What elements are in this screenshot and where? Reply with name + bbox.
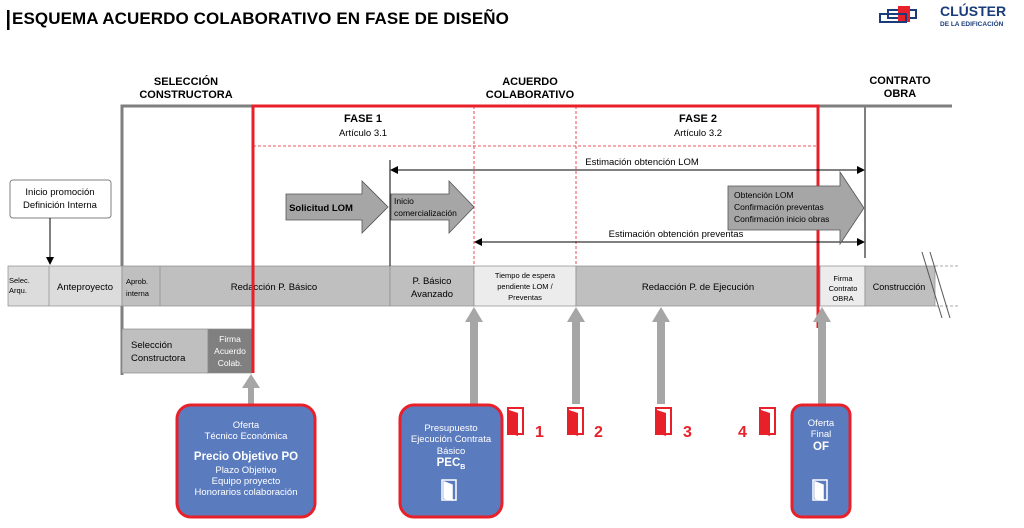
milestone-4-label: 4 — [738, 424, 747, 441]
firma-acuerdo-3: Colab. — [218, 358, 243, 368]
solicitud-lom-arrow — [285, 180, 389, 234]
timeline-espera-2: pendiente LOM / — [497, 282, 553, 291]
obtencion-lom-1: Obtención LOM — [734, 190, 794, 200]
timeline-basico-avanzado-1: P. Básico — [413, 276, 452, 287]
presupuesto-pec-sub: B — [460, 464, 466, 472]
obtencion-lom-2: Confirmación preventas — [734, 202, 824, 212]
presupuesto-box — [398, 403, 504, 519]
page-title: ESQUEMA ACUERDO COLABORATIVO EN FASE DE … — [12, 9, 510, 28]
firma-acuerdo-1: Firma — [219, 334, 241, 344]
fase1-name: FASE 1 — [344, 113, 382, 125]
timeline-aprob-2: interna — [126, 289, 150, 298]
timeline-construccion: Construcción — [873, 282, 926, 292]
oferta-line2: Técnico Económica — [204, 431, 288, 443]
red-door-icon-3: 3 — [655, 407, 692, 441]
header-seleccion-1: SELECCIÓN — [154, 75, 218, 88]
door-icon — [812, 479, 828, 501]
timeline-selec-1: Selec. — [9, 276, 30, 285]
up-arrow-presupuesto — [465, 307, 483, 404]
cluster-logo: CLÚSTER DE LA EDIFICACIÓN — [879, 2, 1006, 28]
logo-line1: CLÚSTER — [940, 2, 1006, 19]
timeline-firma-contrato-2: Contrato — [829, 284, 858, 293]
up-arrow-milestone-2 — [567, 307, 585, 404]
seleccion-constructora-2: Constructora — [131, 353, 186, 364]
presupuesto-line2: Ejecución Contrata — [410, 434, 492, 446]
header-contrato-2: OBRA — [884, 88, 916, 100]
milestone-3-label: 3 — [683, 424, 692, 441]
oferta-box-text: Oferta Técnico Económica Precio Objetivo… — [179, 420, 313, 499]
oferta-final-of: OF — [813, 440, 829, 453]
up-arrow-milestone-3 — [652, 307, 670, 404]
seleccion-constructora-1: Selección — [131, 340, 172, 351]
oferta-line1: Oferta — [232, 420, 260, 431]
logo-line2: DE LA EDIFICACIÓN — [940, 19, 1004, 28]
oferta-precio-objetivo: Precio Objetivo PO — [193, 450, 299, 463]
presupuesto-pec: PEC — [436, 457, 461, 470]
door-icon — [441, 479, 457, 501]
timeline-firma-contrato-1: Firma — [833, 274, 853, 283]
title-bar — [7, 10, 10, 30]
timeline-redaccion-basico: Redacción P. Básico — [231, 282, 317, 293]
timeline-espera-3: Preventas — [508, 293, 542, 302]
presupuesto-line1: Presupuesto — [424, 423, 478, 434]
header-contrato-1: CONTRATO — [869, 75, 931, 87]
oferta-box — [175, 403, 317, 519]
oferta-final-box-text: Oferta Final OF — [793, 418, 849, 455]
red-door-icon-4: 4 — [738, 407, 776, 441]
solicitud-lom-label: Solicitud LOM — [289, 203, 353, 214]
fase2-name: FASE 2 — [679, 113, 717, 125]
oferta-line4: Equipo proyecto — [211, 475, 281, 487]
timeline-selec-2: Arqu. — [9, 286, 27, 295]
milestone-1-label: 1 — [535, 424, 544, 441]
red-door-icon-1: 1 — [507, 407, 544, 441]
seleccion-constructora-box — [121, 328, 209, 374]
fase1-article: Artículo 3.1 — [339, 128, 387, 139]
inicio-promocion-line1: Inicio promoción — [25, 187, 94, 198]
timeline-basico-avanzado-2: Avanzado — [411, 289, 453, 300]
inicio-promocion-line2: Definición Interna — [23, 200, 98, 211]
oferta-final-box — [790, 403, 852, 519]
obtencion-lom-3: Confirmación inicio obras — [734, 214, 829, 224]
oferta-final-line2: Final — [810, 429, 832, 441]
obtencion-lom-arrow — [727, 170, 865, 246]
header-seleccion-2: CONSTRUCTORA — [139, 89, 232, 101]
timeline-row — [7, 251, 960, 319]
span-lom-label: Estimación obtención LOM — [585, 157, 699, 168]
milestone-2-label: 2 — [594, 424, 603, 441]
oferta-line3: Plazo Objetivo — [215, 464, 277, 476]
red-door-icon-2: 2 — [567, 407, 603, 441]
timeline-redaccion-ejecucion: Redacción P. de Ejecución — [642, 282, 754, 293]
span-preventas-label: Estimación obtención preventas — [609, 229, 744, 240]
firma-acuerdo-box — [207, 328, 253, 374]
inicio-comercializacion-1: Inicio — [394, 196, 414, 206]
inicio-promocion-box — [9, 179, 112, 219]
up-arrow-oferta-final — [813, 307, 831, 404]
fase2-article: Artículo 3.2 — [674, 128, 722, 139]
oferta-line5: Honorarios colaboración — [194, 487, 298, 499]
up-arrow-oferta — [242, 374, 260, 404]
timeline-espera-1: Tiempo de espera — [495, 271, 556, 280]
header-acuerdo-1: ACUERDO — [502, 76, 558, 88]
timeline-firma-contrato-3: OBRA — [832, 294, 853, 303]
inicio-comercializacion-arrow — [390, 180, 475, 234]
presupuesto-line3: Básico — [436, 445, 466, 457]
upward-arrows — [242, 307, 831, 404]
firma-acuerdo-2: Acuerdo — [214, 346, 246, 356]
header-acuerdo-2: COLABORATIVO — [486, 89, 575, 101]
timeline-anteproyecto: Anteproyecto — [57, 282, 113, 293]
inicio-comercializacion-2: comercialización — [394, 208, 457, 218]
oferta-final-line1: Oferta — [807, 418, 835, 429]
presupuesto-box-text: Presupuesto Ejecución Contrata Básico PE… — [401, 423, 501, 472]
timeline-aprob-1: Aprob. — [126, 277, 148, 286]
